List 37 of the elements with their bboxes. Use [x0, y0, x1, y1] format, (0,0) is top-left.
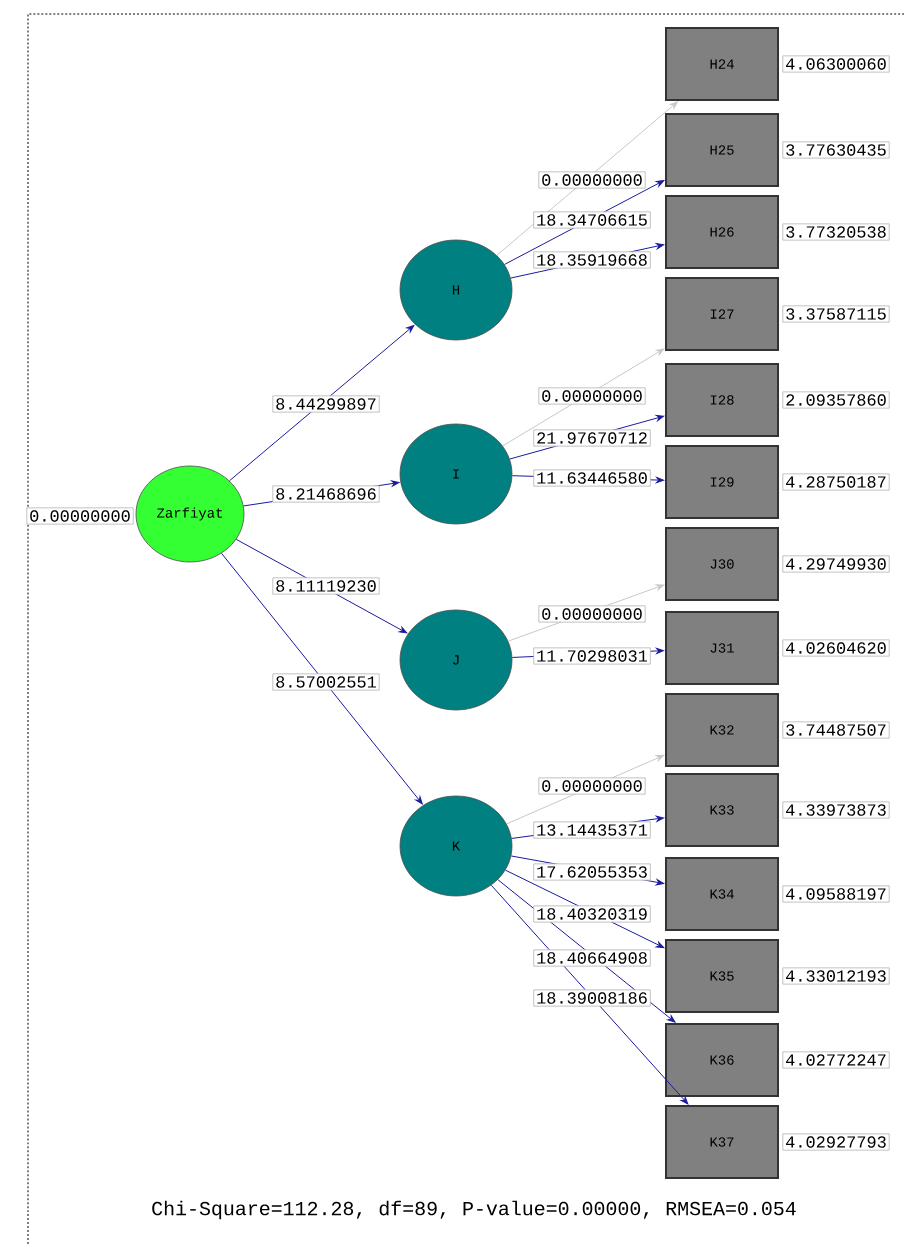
edge-label: 0.00000000 — [538, 605, 646, 623]
edge-label: 8.44299897 — [272, 395, 380, 413]
arrow — [229, 324, 415, 482]
error-label: 4.33012193 — [782, 967, 890, 985]
error-label: 4.02604620 — [782, 639, 890, 657]
edge-label: 11.70298031 — [533, 647, 651, 665]
error-label: 3.74487507 — [782, 721, 890, 739]
error-label: 3.77630435 — [782, 141, 890, 159]
edge-label: 17.62055353 — [533, 863, 651, 881]
error-label: 4.09588197 — [782, 885, 890, 903]
error-label: 0.00000000 — [26, 507, 134, 525]
edge-label: 18.40664908 — [533, 949, 651, 967]
edge-label: 18.40320319 — [533, 905, 651, 923]
arrow — [221, 552, 423, 805]
edge-label: 0.00000000 — [538, 387, 646, 405]
error-label: 2.09357860 — [782, 391, 890, 409]
error-label: 4.29749930 — [782, 555, 890, 573]
error-label: 4.02927793 — [782, 1133, 890, 1151]
edge-label: 0.00000000 — [538, 171, 646, 189]
error-label: 3.37587115 — [782, 305, 890, 323]
fit-statistics: Chi-Square=112.28, df=89, P-value=0.00000, RMSEA=0.054 — [152, 1200, 796, 1220]
edge-label: 18.35919668 — [533, 251, 651, 269]
edge-label: 21.97670712 — [533, 429, 651, 447]
error-label: 4.02772247 — [782, 1051, 890, 1069]
edge-label: 8.21468696 — [272, 485, 380, 503]
edge-label: 8.11119230 — [272, 577, 380, 595]
edge-label: 8.57002551 — [272, 673, 380, 691]
edge-label: 13.14435371 — [533, 821, 651, 839]
arrow — [490, 884, 689, 1105]
edge-label: 11.63446580 — [533, 469, 651, 487]
edge-label: 0.00000000 — [538, 777, 646, 795]
edge-label: 18.34706615 — [533, 211, 651, 229]
error-label: 4.33973873 — [782, 801, 890, 819]
error-label: 4.06300060 — [782, 55, 890, 73]
error-label: 4.28750187 — [782, 473, 890, 491]
error-label: 3.77320538 — [782, 223, 890, 241]
edge-label: 18.39008186 — [533, 989, 651, 1007]
